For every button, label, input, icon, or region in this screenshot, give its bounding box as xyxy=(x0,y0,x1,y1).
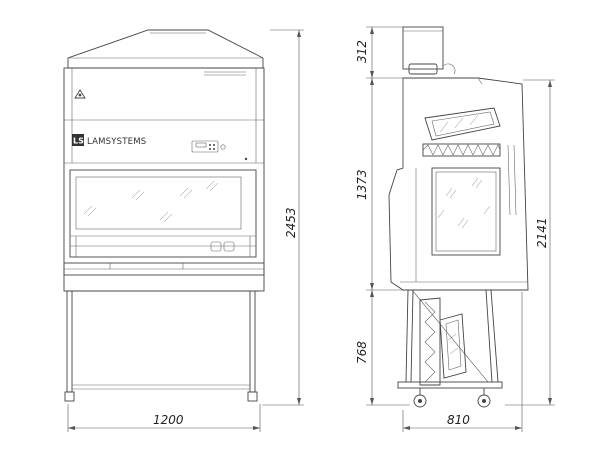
side-view xyxy=(388,26,529,408)
front-cabinet-body xyxy=(63,67,265,292)
side-dimensions-left: 312 1373 768 xyxy=(355,26,410,406)
biohazard-icon xyxy=(74,89,86,99)
dim-cabinet-height: 1373 xyxy=(355,169,369,200)
side-cabinet-body xyxy=(388,77,529,291)
side-dimensions-right: 2141 xyxy=(505,79,555,406)
dim-depth: 810 xyxy=(447,413,470,427)
brand-mark: LS xyxy=(73,137,84,146)
dim-hood-height: 312 xyxy=(355,40,369,63)
dim-total-height: 2453 xyxy=(284,207,298,238)
socket-left xyxy=(210,241,222,252)
front-sash-window xyxy=(69,169,257,258)
side-window xyxy=(431,167,501,256)
side-casters xyxy=(413,388,491,408)
front-stand xyxy=(64,290,258,402)
side-stand xyxy=(397,289,503,389)
brand-logo: LS LAMSYSTEMS xyxy=(72,134,146,147)
brand-name: LAMSYSTEMS xyxy=(87,137,146,147)
dim-stand-height: 768 xyxy=(355,341,369,364)
dim-front-width: 1200 xyxy=(153,413,184,427)
side-exhaust-box xyxy=(402,26,456,75)
side-upper-filter xyxy=(422,107,501,157)
socket-right xyxy=(223,241,235,252)
front-control-panel xyxy=(191,140,248,161)
side-dimension-depth: 810 xyxy=(402,292,523,432)
front-dimensions: 2453 1200 xyxy=(67,29,304,432)
front-view: LS LAMSYSTEMS xyxy=(63,29,265,402)
dim-side-height: 2141 xyxy=(535,217,549,248)
